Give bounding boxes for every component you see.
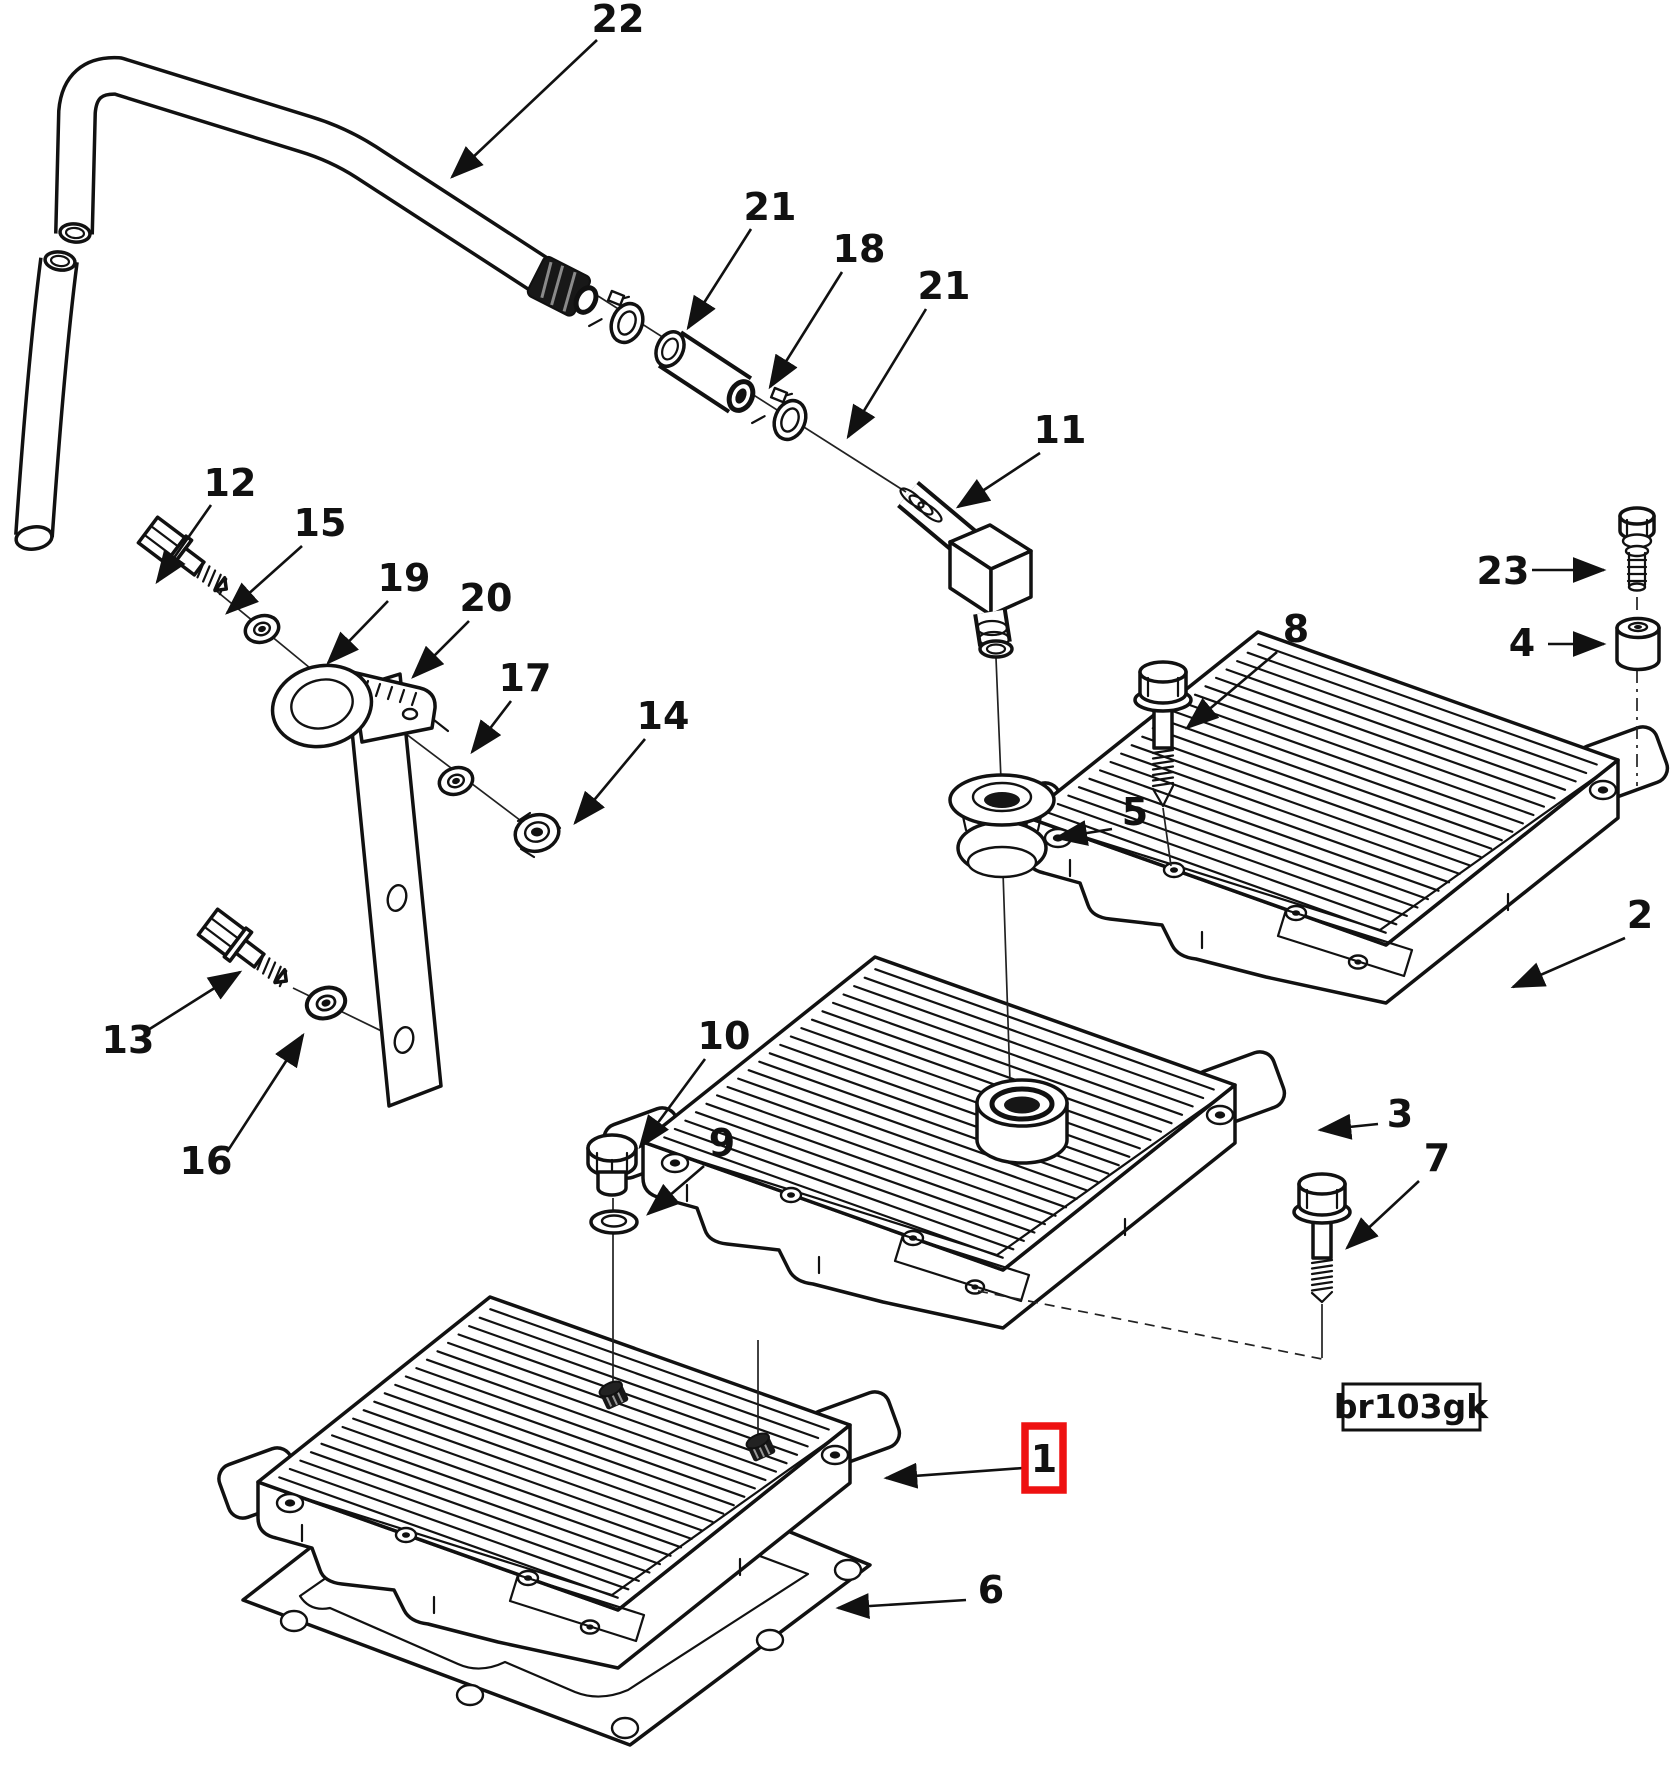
part-12-bolt xyxy=(135,513,239,606)
svg-text:5[interactable]: 5 xyxy=(1122,790,1148,834)
part-21-clamp-b xyxy=(749,382,816,446)
callouts-layer: 22 21 18 21 11 12 15 19 xyxy=(102,0,1653,1620)
part-3-cover xyxy=(602,955,1287,1330)
cover-stud-a xyxy=(598,1380,629,1410)
callout-14[interactable]: 14 xyxy=(573,694,690,825)
callout-3[interactable]: 3 xyxy=(1317,1092,1413,1140)
svg-text:8[interactable]: 8 xyxy=(1283,607,1309,651)
svg-text:7[interactable]: 7 xyxy=(1424,1136,1450,1180)
part-19-clamp xyxy=(270,663,450,749)
svg-text:17[interactable]: 17 xyxy=(499,656,552,700)
svg-text:15[interactable]: 15 xyxy=(294,501,347,545)
svg-text:23[interactable]: 23 xyxy=(1477,549,1530,593)
part-1-cover xyxy=(217,1295,902,1670)
highlighted-callout-1[interactable]: 1 xyxy=(883,1422,1067,1494)
svg-text:3[interactable]: 3 xyxy=(1387,1092,1413,1136)
svg-text:18[interactable]: 18 xyxy=(833,227,886,271)
part-2-cover xyxy=(985,630,1670,1005)
svg-text:6[interactable]: 6 xyxy=(978,1568,1004,1612)
callout-17[interactable]: 17 xyxy=(470,656,552,755)
svg-text:22[interactable]: 22 xyxy=(592,0,645,41)
svg-text:1[interactable]: 1 xyxy=(1031,1437,1057,1481)
part-10-plug xyxy=(586,1133,638,1197)
part-18-hose xyxy=(654,330,756,414)
callout-9[interactable]: 9 xyxy=(646,1121,735,1216)
svg-text:21[interactable]: 21 xyxy=(918,264,971,308)
figure-code-label: br103gk xyxy=(1334,1382,1489,1432)
part-13-bolt xyxy=(195,905,299,998)
svg-text:20[interactable]: 20 xyxy=(460,576,513,620)
callout-19[interactable]: 19 xyxy=(326,556,431,665)
svg-text:13[interactable]: 13 xyxy=(102,1018,155,1062)
callout-20[interactable]: 20 xyxy=(411,576,513,679)
callout-6[interactable]: 6 xyxy=(835,1568,1004,1620)
callout-2[interactable]: 2 xyxy=(1510,893,1653,989)
svg-text:21[interactable]: 21 xyxy=(744,185,797,229)
part-9-washer xyxy=(589,1209,639,1235)
svg-text:12[interactable]: 12 xyxy=(204,461,257,505)
part-4-spacer xyxy=(1615,616,1661,672)
svg-text:16[interactable]: 16 xyxy=(180,1139,233,1183)
highlight-box[interactable] xyxy=(1021,1422,1067,1494)
part-8-bolt xyxy=(1133,660,1193,808)
callout-11[interactable]: 11 xyxy=(955,408,1087,509)
svg-text:14[interactable]: 14 xyxy=(637,694,690,738)
part-16-washer xyxy=(303,983,349,1024)
cover-filler-neck xyxy=(975,1078,1069,1165)
callout-10[interactable]: 10 xyxy=(638,1014,751,1150)
part-5-grommet xyxy=(948,773,1056,879)
callout-12[interactable]: 12 xyxy=(155,461,257,585)
part-7-bolt xyxy=(1292,1172,1352,1304)
callout-22[interactable]: 22 xyxy=(450,0,645,179)
callout-16[interactable]: 16 xyxy=(180,1032,305,1183)
callout-23[interactable]: 23 xyxy=(1477,549,1607,593)
svg-text:4[interactable]: 4 xyxy=(1509,621,1535,665)
callout-21-b[interactable]: 21 xyxy=(846,264,971,440)
part-22-tube xyxy=(14,55,599,551)
svg-text:11[interactable]: 11 xyxy=(1034,408,1087,452)
callout-8[interactable]: 8 xyxy=(1185,607,1309,730)
svg-text:19[interactable]: 19 xyxy=(378,556,431,600)
callout-21-a[interactable]: 21 xyxy=(686,185,797,331)
svg-text:br103gk: br103gk xyxy=(1334,1387,1489,1426)
exploded-view-artwork xyxy=(14,55,1670,1747)
svg-text:9[interactable]: 9 xyxy=(709,1121,735,1165)
callout-15[interactable]: 15 xyxy=(225,501,347,615)
callout-7[interactable]: 7 xyxy=(1345,1136,1450,1250)
cover-stud-b xyxy=(745,1432,776,1462)
part-17-washer xyxy=(434,761,478,801)
callout-18[interactable]: 18 xyxy=(768,227,886,390)
callout-13[interactable]: 13 xyxy=(102,970,243,1062)
callout-5[interactable]: 5 xyxy=(1053,790,1148,846)
callout-4[interactable]: 4 xyxy=(1509,621,1607,665)
part-23-fitting xyxy=(1618,506,1656,592)
part-11-elbow-fitting xyxy=(897,480,1033,659)
part-14-nut xyxy=(513,811,562,859)
svg-text:10[interactable]: 10 xyxy=(698,1014,751,1058)
svg-text:2[interactable]: 2 xyxy=(1627,893,1653,937)
